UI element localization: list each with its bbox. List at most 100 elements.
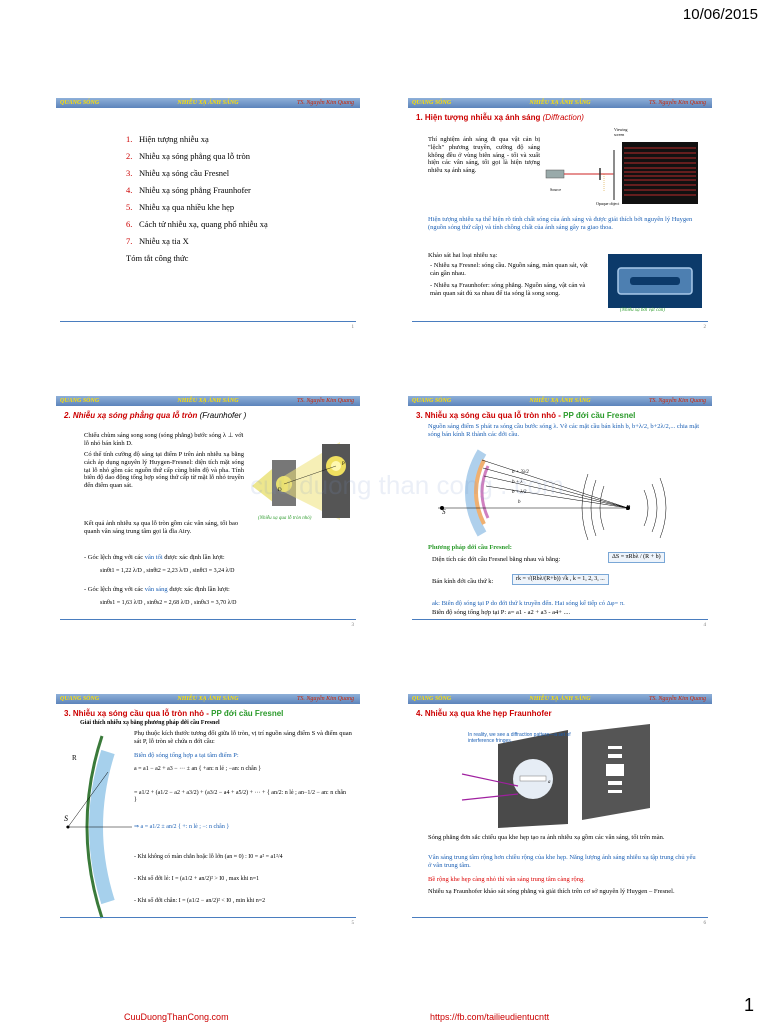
header-center: NHIỄU XẠ ÁNH SÁNG: [177, 696, 239, 702]
slide-6: QUANG SÓNG NHIỄU XẠ ÁNH SÁNG TS. Nguyễn …: [408, 694, 712, 928]
slide-5: QUANG SÓNG NHIỄU XẠ ÁNH SÁNG TS. Nguyễn …: [56, 694, 360, 928]
header-center: NHIỄU XẠ ÁNH SÁNG: [529, 398, 591, 404]
slide-header: QUANG SÓNG NHIỄU XẠ ÁNH SÁNG TS. Nguyễn …: [408, 98, 712, 108]
toc-item: 3.Nhiễu xạ sóng cầu Fresnel: [126, 168, 230, 178]
slide-title: 3. Nhiễu xạ sóng cầu qua lỗ tròn nhỏ - P…: [64, 709, 284, 718]
method-heading: Phương pháp đới cầu Fresnel:: [428, 544, 512, 551]
bright-fringes-intro: - Góc lệch ứng với các vân sáng được xác…: [84, 586, 230, 593]
case-no-screen: - Khi không có màn chắn hoặc lỗ lớn (an …: [134, 854, 283, 860]
dark-fringes-formula: sinθt1 = 1,22 λ/D , sinθt2 = 2,23 λ/D , …: [100, 568, 235, 574]
label-b1: b + λ/2: [512, 490, 527, 495]
slide-number: 6: [703, 921, 707, 926]
circular-aperture-diagram: [252, 442, 350, 520]
toc-item: 4.Nhiễu xạ sóng phẳng Fraunhofer: [126, 185, 251, 195]
header-center: NHIỄU XẠ ÁNH SÁNG: [177, 398, 239, 404]
bright-fringes-formula: sinθs1 = 1,63 λ/D , sinθs2 = 2,68 λ/D , …: [100, 600, 237, 606]
paragraph-3: Bề rộng khe hẹp càng nhỏ thì vân sáng tr…: [428, 876, 585, 883]
footer-left[interactable]: CuuDuongThanCong.com: [124, 1012, 229, 1022]
label-source: Source: [550, 187, 562, 192]
header-right: TS. Nguyễn Kim Quang: [297, 100, 354, 106]
label-a: a: [548, 780, 551, 785]
slide-4: QUANG SÓNG NHIỄU XẠ ÁNH SÁNG TS. Nguyễn …: [408, 396, 712, 630]
footer-right[interactable]: https://fb.com/tailieudientucntt: [430, 1012, 550, 1022]
page-number: 1: [743, 995, 754, 1015]
ak-text: ak: Biên độ sóng tại P do đới thứ k truy…: [432, 600, 625, 607]
header-center: NHIỄU XẠ ÁNH SÁNG: [529, 100, 591, 106]
paragraph-2: Biên độ sóng tổng hợp a tại tâm điểm P:: [134, 752, 239, 759]
slide-title: 4. Nhiễu xạ qua khe hẹp Fraunhofer: [416, 709, 552, 718]
intro-text: Thí nghiệm ánh sáng đi qua vật cản bị "l…: [428, 136, 540, 175]
diffraction-setup-diagram: [545, 142, 698, 204]
radius-formula: rk = √(Rbλ/(R+b)) √k , k = 1, 2, 3, ...: [512, 574, 609, 586]
slide-number: 3: [351, 623, 355, 628]
toc-summary: Tóm tắt công thức: [126, 253, 189, 263]
toc-item: 2.Nhiễu xạ sóng phẳng qua lỗ tròn: [126, 151, 250, 161]
toc-list: 1.Hiện tượng nhiễu xạ 2.Nhiễu xạ sóng ph…: [126, 134, 268, 270]
header-left: QUANG SÓNG: [60, 398, 100, 404]
label-b: b: [518, 500, 521, 505]
slide-number: 5: [351, 921, 355, 926]
header-left: QUANG SÓNG: [60, 100, 100, 106]
header-center: NHIỄU XẠ ÁNH SÁNG: [177, 100, 239, 106]
slide-header: QUANG SÓNG NHIỄU XẠ ÁNH SÁNG TS. Nguyễn …: [408, 396, 712, 406]
paragraph-1: Nguồn sáng điểm S phát ra sóng cầu bước …: [428, 423, 700, 438]
slide-title: 2. Nhiễu xạ sóng phẳng qua lỗ tròn (Frau…: [64, 411, 247, 420]
slide-title: 1. Hiện tượng nhiễu xạ ánh sáng (Diffrac…: [416, 113, 584, 122]
header-left: QUANG SÓNG: [60, 696, 100, 702]
header-right: TS. Nguyễn Kim Quang: [649, 398, 706, 404]
toc-item: 6.Cách tử nhiễu xạ, quang phổ nhiễu xạ: [126, 219, 268, 229]
toc-item: 7.Nhiễu xạ tia X: [126, 236, 189, 246]
toc-item: 5.Nhiễu xạ qua nhiều khe hẹp: [126, 202, 235, 212]
area-text: Diện tích các đới cầu Fresnel bằng nhau …: [432, 556, 561, 563]
slide-header: QUANG SÓNG NHIỄU XẠ ÁNH SÁNG TS. Nguyễn …: [56, 98, 360, 108]
slide-header: QUANG SÓNG NHIỄU XẠ ÁNH SÁNG TS. Nguyễn …: [56, 396, 360, 406]
label-s: S: [64, 814, 68, 823]
image-caption: (Nhiễu xạ bởi vật cản): [620, 308, 665, 313]
figure-caption: (Nhiễu xạ qua lỗ tròn nhỏ): [258, 516, 312, 521]
label-p: P: [626, 504, 631, 512]
paragraph-2: Có thể tính cường độ sáng tại điểm P trê…: [84, 451, 244, 490]
header-left: QUANG SÓNG: [412, 398, 452, 404]
paragraph-1: Phụ thuộc kích thước tương đối giữa lỗ t…: [134, 730, 352, 745]
label-b3: b + 3λ/2: [512, 470, 529, 475]
page-date: 10/06/2015: [682, 6, 758, 23]
slide-number: 4: [703, 623, 707, 628]
formula-2: = a1/2 + (a1/2 − a2 + a3/2) + (a3/2 − a4…: [134, 790, 347, 804]
area-formula: ΔS = πRbλ / (R + b): [608, 552, 665, 564]
paragraph-2: Vân sáng trung tâm rộng hơn chiều rộng c…: [428, 854, 696, 869]
slide-1: QUANG SÓNG NHIỄU XẠ ÁNH SÁNG TS. Nguyễn …: [56, 98, 360, 332]
slide-3: QUANG SÓNG NHIỄU XẠ ÁNH SÁNG TS. Nguyễn …: [56, 396, 360, 630]
paragraph-1: Sóng phẳng đơn sắc chiếu qua khe hẹp tạo…: [428, 834, 665, 841]
label-s: S: [442, 508, 446, 516]
radius-text: Bán kính đới cầu thứ k:: [432, 578, 494, 585]
fresnel-zones-aperture-diagram: [66, 735, 132, 919]
paragraph-3: Kết quả ảnh nhiễu xạ qua lỗ tròn gồm các…: [84, 520, 239, 535]
paragraph-1: Chiếu chùm sáng song song (sóng phẳng) b…: [84, 432, 244, 447]
label-b2: b + λ: [512, 480, 523, 485]
slide-header: QUANG SÓNG NHIỄU XẠ ÁNH SÁNG TS. Nguyễn …: [408, 694, 712, 704]
sum-text: Biên độ sóng tổng hợp tại P: a= a1 - a2 …: [432, 609, 571, 616]
header-right: TS. Nguyễn Kim Quang: [649, 100, 706, 106]
paragraph-4: Nhiễu xạ Fraunhofer khảo sát sóng phẳng …: [428, 888, 675, 895]
slide-2: QUANG SÓNG NHIỄU XẠ ÁNH SÁNG TS. Nguyễn …: [408, 98, 712, 332]
formula-3: ⇒ a = a1/2 ± an/2 { +: n lẻ ; −: n chẵn …: [134, 824, 230, 830]
formula-1: a = a1 − a2 + a3 − ··· ± an { +an: n lẻ …: [134, 766, 262, 772]
header-left: QUANG SÓNG: [412, 696, 452, 702]
bullet-fraunhofer: - Nhiễu xạ Fraunhofer: sóng phẳng. Nguồn…: [430, 282, 586, 297]
label-viewing-screen: Viewing screen: [614, 127, 628, 137]
slide-title: 3. Nhiễu xạ sóng cầu qua lỗ tròn nhỏ - P…: [416, 411, 636, 420]
razor-blade-image: [608, 254, 702, 308]
header-right: TS. Nguyễn Kim Quang: [297, 398, 354, 404]
paragraph-types: Khảo sát hai loại nhiễu xạ:: [428, 252, 498, 259]
case-odd: - Khi số đới lẻ: I = (a1/2 + an/2)² > I0…: [134, 876, 260, 882]
label-r: R: [72, 754, 77, 762]
case-even: - Khi số đới chẵn: I = (a1/2 − an/2)² < …: [134, 898, 266, 904]
fresnel-zones-diagram: [438, 449, 667, 540]
slide-number: 2: [703, 325, 707, 330]
subtitle: Giải thích nhiễu xạ bằng phương pháp đới…: [80, 720, 220, 726]
header-left: QUANG SÓNG: [412, 100, 452, 106]
watermark: cuu duong than cong . com: [250, 470, 564, 500]
label-d: D: [278, 488, 282, 493]
diffraction-note: In reality, we see a diffraction pattern…: [468, 732, 571, 744]
toc-item: 1.Hiện tượng nhiễu xạ: [126, 134, 209, 144]
